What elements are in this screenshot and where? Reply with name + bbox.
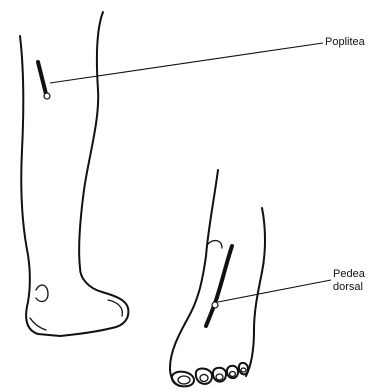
leg-front-outline	[60, 12, 128, 336]
ankle-bone	[36, 285, 48, 301]
pedal-label-line1: Pedea	[333, 268, 365, 281]
popliteal-leader-line	[50, 43, 323, 83]
popliteal-pulse-point	[44, 93, 50, 99]
dorsalis-pedis-artery-mark	[206, 246, 232, 326]
popliteal-artery-mark	[38, 62, 46, 94]
leg-illustration	[20, 12, 323, 336]
popliteal-label-text: Poplitea	[325, 36, 365, 48]
heel-crease	[30, 318, 46, 330]
toenail-4	[230, 372, 236, 377]
foot-illustration	[170, 170, 331, 386]
leg-back-outline	[20, 36, 60, 336]
ankle-bump	[208, 241, 222, 248]
toe-line	[108, 300, 122, 316]
pedal-label: Pedea dorsal	[333, 268, 365, 294]
foot-right-outline	[246, 208, 265, 376]
toenail-3	[216, 374, 223, 380]
big-toenail	[178, 376, 190, 384]
pedal-pulse-point	[212, 302, 218, 308]
foot-left-outline	[170, 170, 218, 386]
toenail-5	[241, 368, 246, 372]
pedal-label-line2: dorsal	[333, 281, 365, 294]
toenail-2	[200, 375, 208, 382]
popliteal-label: Poplitea	[325, 36, 365, 49]
pedal-leader-line	[218, 280, 331, 302]
